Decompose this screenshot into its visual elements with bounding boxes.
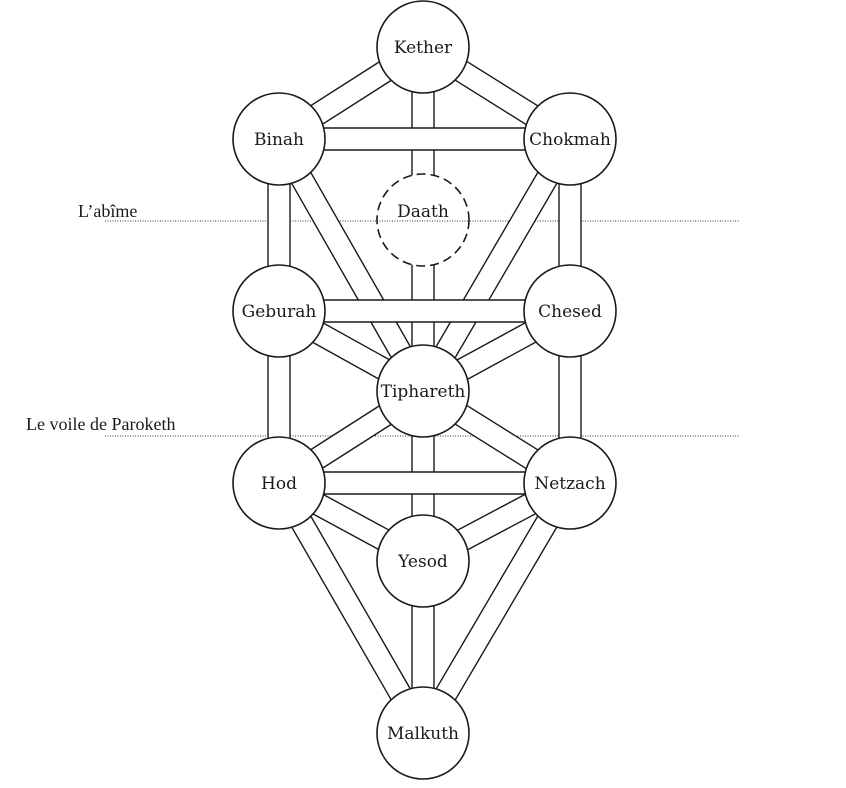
path-edge (431, 488, 581, 739)
path-geburah-chesed (279, 299, 570, 323)
path-chokmah-tiphareth (412, 133, 581, 397)
sephirah-label: Chokmah (529, 130, 611, 150)
sephirah-label: Chesed (538, 302, 602, 322)
sephirah-binah: Binah (232, 92, 326, 186)
path-edge (268, 488, 415, 739)
path-edge (412, 133, 562, 386)
sephirah-label: Kether (394, 38, 453, 58)
sephirah-hod: Hod (232, 436, 326, 530)
path-binah-tiphareth (268, 133, 434, 397)
paths-layer (267, 37, 582, 739)
sephirah-netzach: Netzach (523, 436, 617, 530)
path-edge (412, 477, 562, 728)
sephirah-circle (376, 0, 470, 94)
sephirah-circle (523, 264, 617, 358)
sephirah-geburah: Geburah (232, 264, 326, 358)
path-edge (268, 144, 415, 397)
path-hod-netzach (279, 471, 570, 495)
sephirah-circle (376, 686, 470, 780)
sephirah-yesod: Yesod (376, 514, 470, 608)
sephirah-circle (232, 436, 326, 530)
sephirah-circle (232, 92, 326, 186)
abyss-label: L’abîme (78, 201, 137, 221)
sephirah-malkuth: Malkuth (376, 686, 470, 780)
sephirah-label: Geburah (242, 302, 317, 322)
path-edge (431, 144, 581, 397)
sephirah-circle (376, 173, 470, 267)
sephirah-label: Netzach (534, 474, 605, 494)
sephirah-circle (376, 514, 470, 608)
sephirah-circle (376, 344, 470, 438)
sephirah-label: Binah (254, 130, 304, 150)
sephirah-label: Tiphareth (381, 382, 466, 402)
sephirah-tiphareth: Tiphareth (376, 344, 470, 438)
sephirah-label: Hod (261, 474, 297, 494)
sephirah-circle (232, 264, 326, 358)
path-edge (287, 477, 434, 728)
sephirah-daath: Daath (376, 173, 470, 267)
veils-layer: L’abîme Le voile de Paroketh (26, 201, 740, 437)
sephirah-label: Daath (397, 202, 449, 222)
sephirah-label: Yesod (397, 552, 448, 572)
sephirah-label: Malkuth (387, 724, 459, 744)
sephirah-chesed: Chesed (523, 264, 617, 358)
path-binah-chokmah (279, 127, 570, 151)
paroketh-label: Le voile de Paroketh (26, 414, 175, 434)
sephirah-chokmah: Chokmah (523, 92, 617, 186)
path-hod-malkuth (268, 477, 434, 739)
path-edge (287, 133, 434, 386)
sephirah-circle (523, 436, 617, 530)
sephirah-circle (523, 92, 617, 186)
sephirah-kether: Kether (376, 0, 470, 94)
path-netzach-malkuth (412, 477, 581, 739)
